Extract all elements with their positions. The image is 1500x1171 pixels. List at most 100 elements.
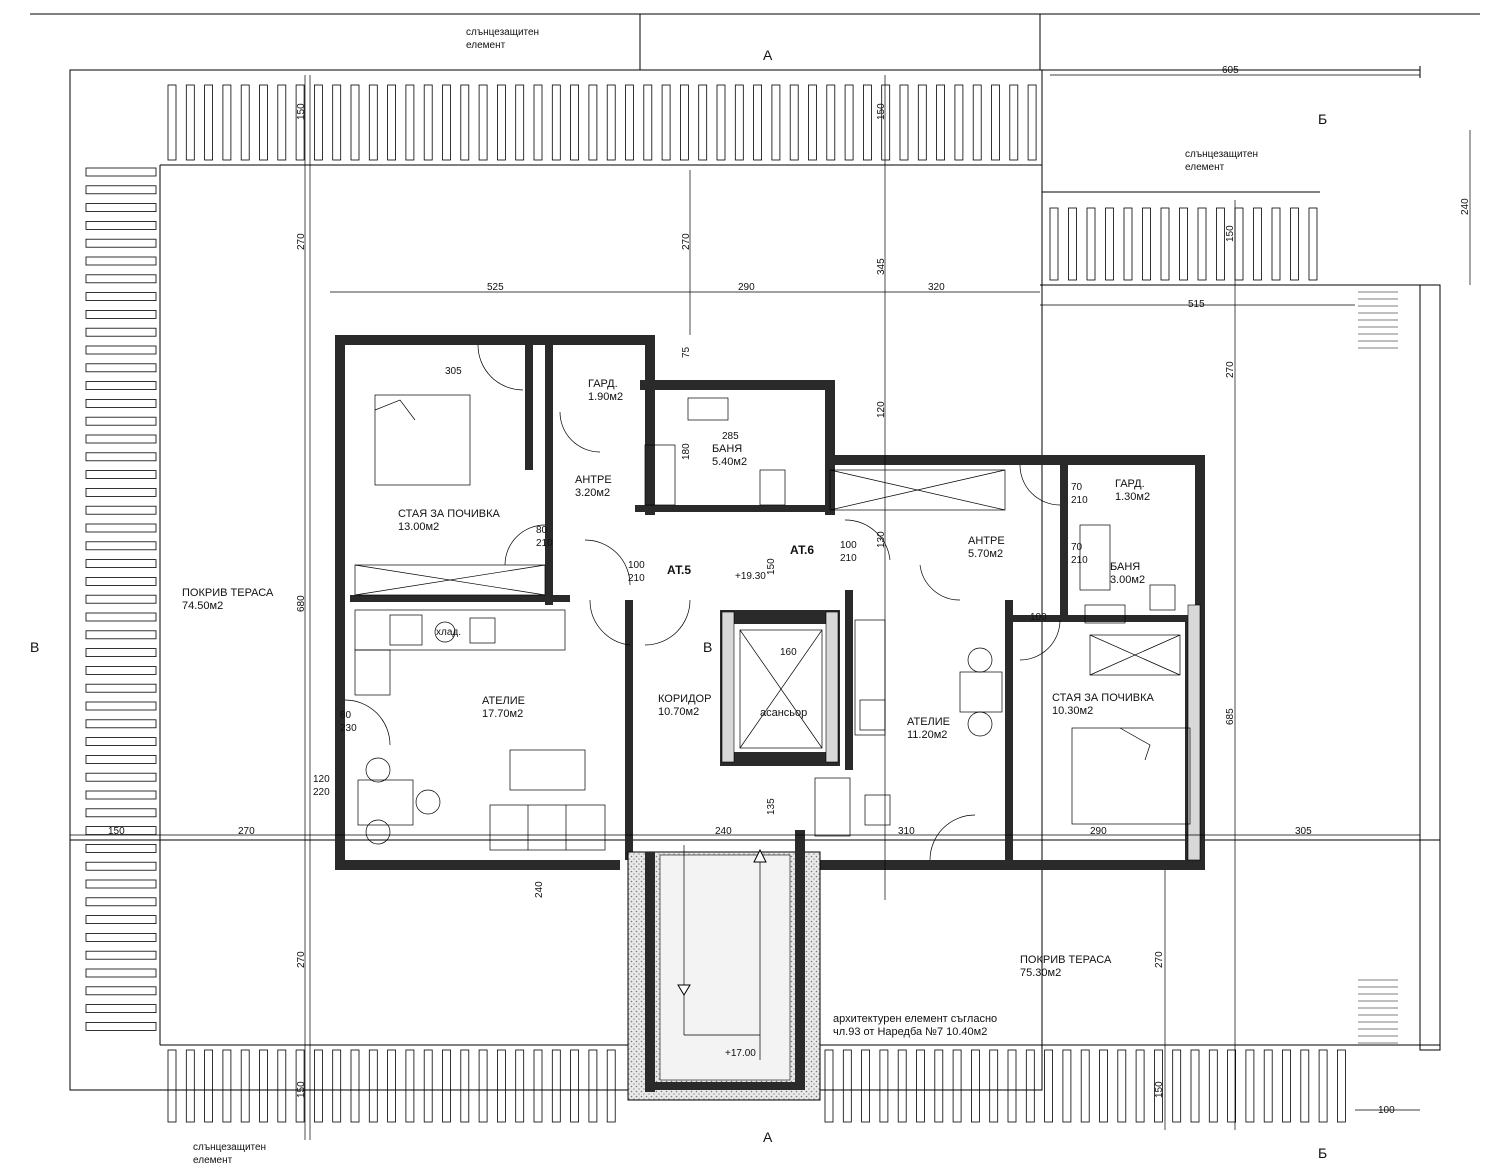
- dim-150-v6: 150: [766, 558, 777, 575]
- dim-150-v4-text: 150: [1225, 225, 1236, 242]
- room-hall-left-text: 3.20м2: [575, 487, 610, 499]
- apartment-at5-text: АТ.5: [667, 563, 691, 577]
- fridge-label: хлад.: [436, 627, 461, 638]
- dim-285-text: 285: [722, 431, 739, 442]
- dim-135-v: 135: [766, 798, 777, 815]
- note-sunshade-top-text: слънцезащитен: [466, 27, 539, 38]
- room-corridor-text: 10.70м2: [658, 706, 699, 718]
- room-bedroom-right-text: 10.30м2: [1052, 705, 1093, 717]
- dim-120-v-text: 120: [876, 401, 887, 418]
- section-b-top-text: Б: [1318, 111, 1327, 127]
- dim-150-v2: 150: [296, 1081, 307, 1098]
- door-100-210-b-text: 100: [840, 540, 857, 551]
- note-arch-element-text: чл.93 от Наредба №7 10.40м2: [833, 1026, 987, 1038]
- room-wardrobe-left: ГАРД.1.90м2: [588, 378, 623, 403]
- room-hall-right-text: 5.70м2: [968, 548, 1003, 560]
- dim-270-bl-text: 270: [238, 826, 255, 837]
- dim-685-text: 685: [1225, 708, 1236, 725]
- dim-160: 160: [780, 647, 797, 658]
- dim-525-text: 525: [487, 282, 504, 293]
- dim-75-v-text: 75: [681, 346, 692, 358]
- door-70-210-a-text: 70: [1071, 482, 1083, 493]
- dim-270-v3-text: 270: [681, 233, 692, 250]
- dim-150-bl: 150: [108, 826, 125, 837]
- room-bedroom-left-text: СТАЯ ЗА ПОЧИВКА: [398, 508, 501, 520]
- dim-130-v: 130: [876, 531, 887, 548]
- building-walls: [335, 335, 1205, 870]
- note-sunshade-bottom-text: елемент: [193, 1155, 233, 1166]
- dim-305-left-text: 305: [445, 366, 462, 377]
- dim-75-v: 75: [681, 346, 692, 358]
- dim-305-left: 305: [445, 366, 462, 377]
- dim-290-b-text: 290: [1090, 826, 1107, 837]
- dim-270-v5-text: 270: [1154, 951, 1165, 968]
- dim-240-b: 240: [715, 826, 732, 837]
- dim-180-v-text: 180: [681, 443, 692, 460]
- dim-290-top-text: 290: [738, 282, 755, 293]
- dim-270-v1-text: 270: [296, 233, 307, 250]
- fridge-label-text: хлад.: [436, 627, 461, 638]
- dim-270-v2: 270: [296, 951, 307, 968]
- level-lower: +17.00: [725, 1048, 756, 1059]
- room-studio-right-text: 11.20м2: [907, 729, 947, 741]
- section-v-mid-text: В: [703, 639, 712, 655]
- dim-310: 310: [898, 826, 915, 837]
- room-studio-right-text: АТЕЛИЕ: [907, 716, 950, 728]
- sunshade-right: [1049, 207, 1318, 281]
- room-hall-left-text: АНТРЕ: [575, 474, 612, 486]
- room-bath-right-text: БАНЯ: [1110, 561, 1140, 573]
- dim-525: 525: [487, 282, 504, 293]
- section-a-bottom: А: [763, 1129, 773, 1145]
- dim-680-text: 680: [296, 595, 307, 612]
- dim-240-v: 240: [1460, 198, 1471, 215]
- room-wardrobe-left-text: ГАРД.: [588, 378, 618, 390]
- room-bath-left-text: БАНЯ: [712, 443, 742, 455]
- level-upper-text: +19.30: [735, 571, 766, 582]
- room-wardrobe-right-text: 1.30м2: [1115, 491, 1150, 503]
- dim-320: 320: [928, 282, 945, 293]
- room-bedroom-right-text: СТАЯ ЗА ПОЧИВКА: [1052, 692, 1155, 704]
- room-elevator: асансьор: [760, 707, 807, 719]
- room-studio-left-text: 17.70м2: [482, 708, 523, 720]
- door-100-210-b-text: 210: [840, 553, 857, 564]
- dim-685: 685: [1225, 708, 1236, 725]
- dim-120-v: 120: [876, 401, 887, 418]
- dim-100-a: 100: [1030, 612, 1047, 623]
- note-arch-element-text: архитектурен елемент съгласно: [833, 1013, 997, 1025]
- section-v-left: В: [30, 639, 39, 655]
- level-lower-text: +17.00: [725, 1048, 756, 1059]
- elevator-shaft: [739, 629, 823, 749]
- section-b-bottom-text: Б: [1318, 1145, 1327, 1161]
- dim-100-b: 100: [1378, 1105, 1395, 1116]
- door-70-210-b-text: 70: [1071, 542, 1083, 553]
- roof-outline: [30, 13, 1480, 1091]
- sunshade-top: [167, 84, 1037, 161]
- dim-270-v4-text: 270: [1225, 361, 1236, 378]
- door-70-210-b-text: 210: [1071, 555, 1088, 566]
- door-swings: [344, 344, 1061, 861]
- room-wardrobe-right-text: ГАРД.: [1115, 478, 1145, 490]
- room-terrace-left-text: 74.50м2: [182, 600, 223, 612]
- dim-150-v3: 150: [876, 103, 887, 120]
- room-bath-left-text: 5.40м2: [712, 456, 747, 468]
- dim-100-b-text: 100: [1378, 1105, 1395, 1116]
- dim-290-top: 290: [738, 282, 755, 293]
- dim-150-v6-text: 150: [766, 558, 777, 575]
- dim-270-v1: 270: [296, 233, 307, 250]
- room-terrace-right-text: 75.30м2: [1020, 967, 1061, 979]
- dim-345-text: 345: [876, 258, 887, 275]
- door-80-210-a-text: 80: [536, 525, 548, 536]
- note-sunshade-bottom-text: слънцезащитен: [193, 1142, 266, 1153]
- dim-270-v2-text: 270: [296, 951, 307, 968]
- note-sunshade-top-text: елемент: [466, 40, 506, 51]
- dim-270-v5: 270: [1154, 951, 1165, 968]
